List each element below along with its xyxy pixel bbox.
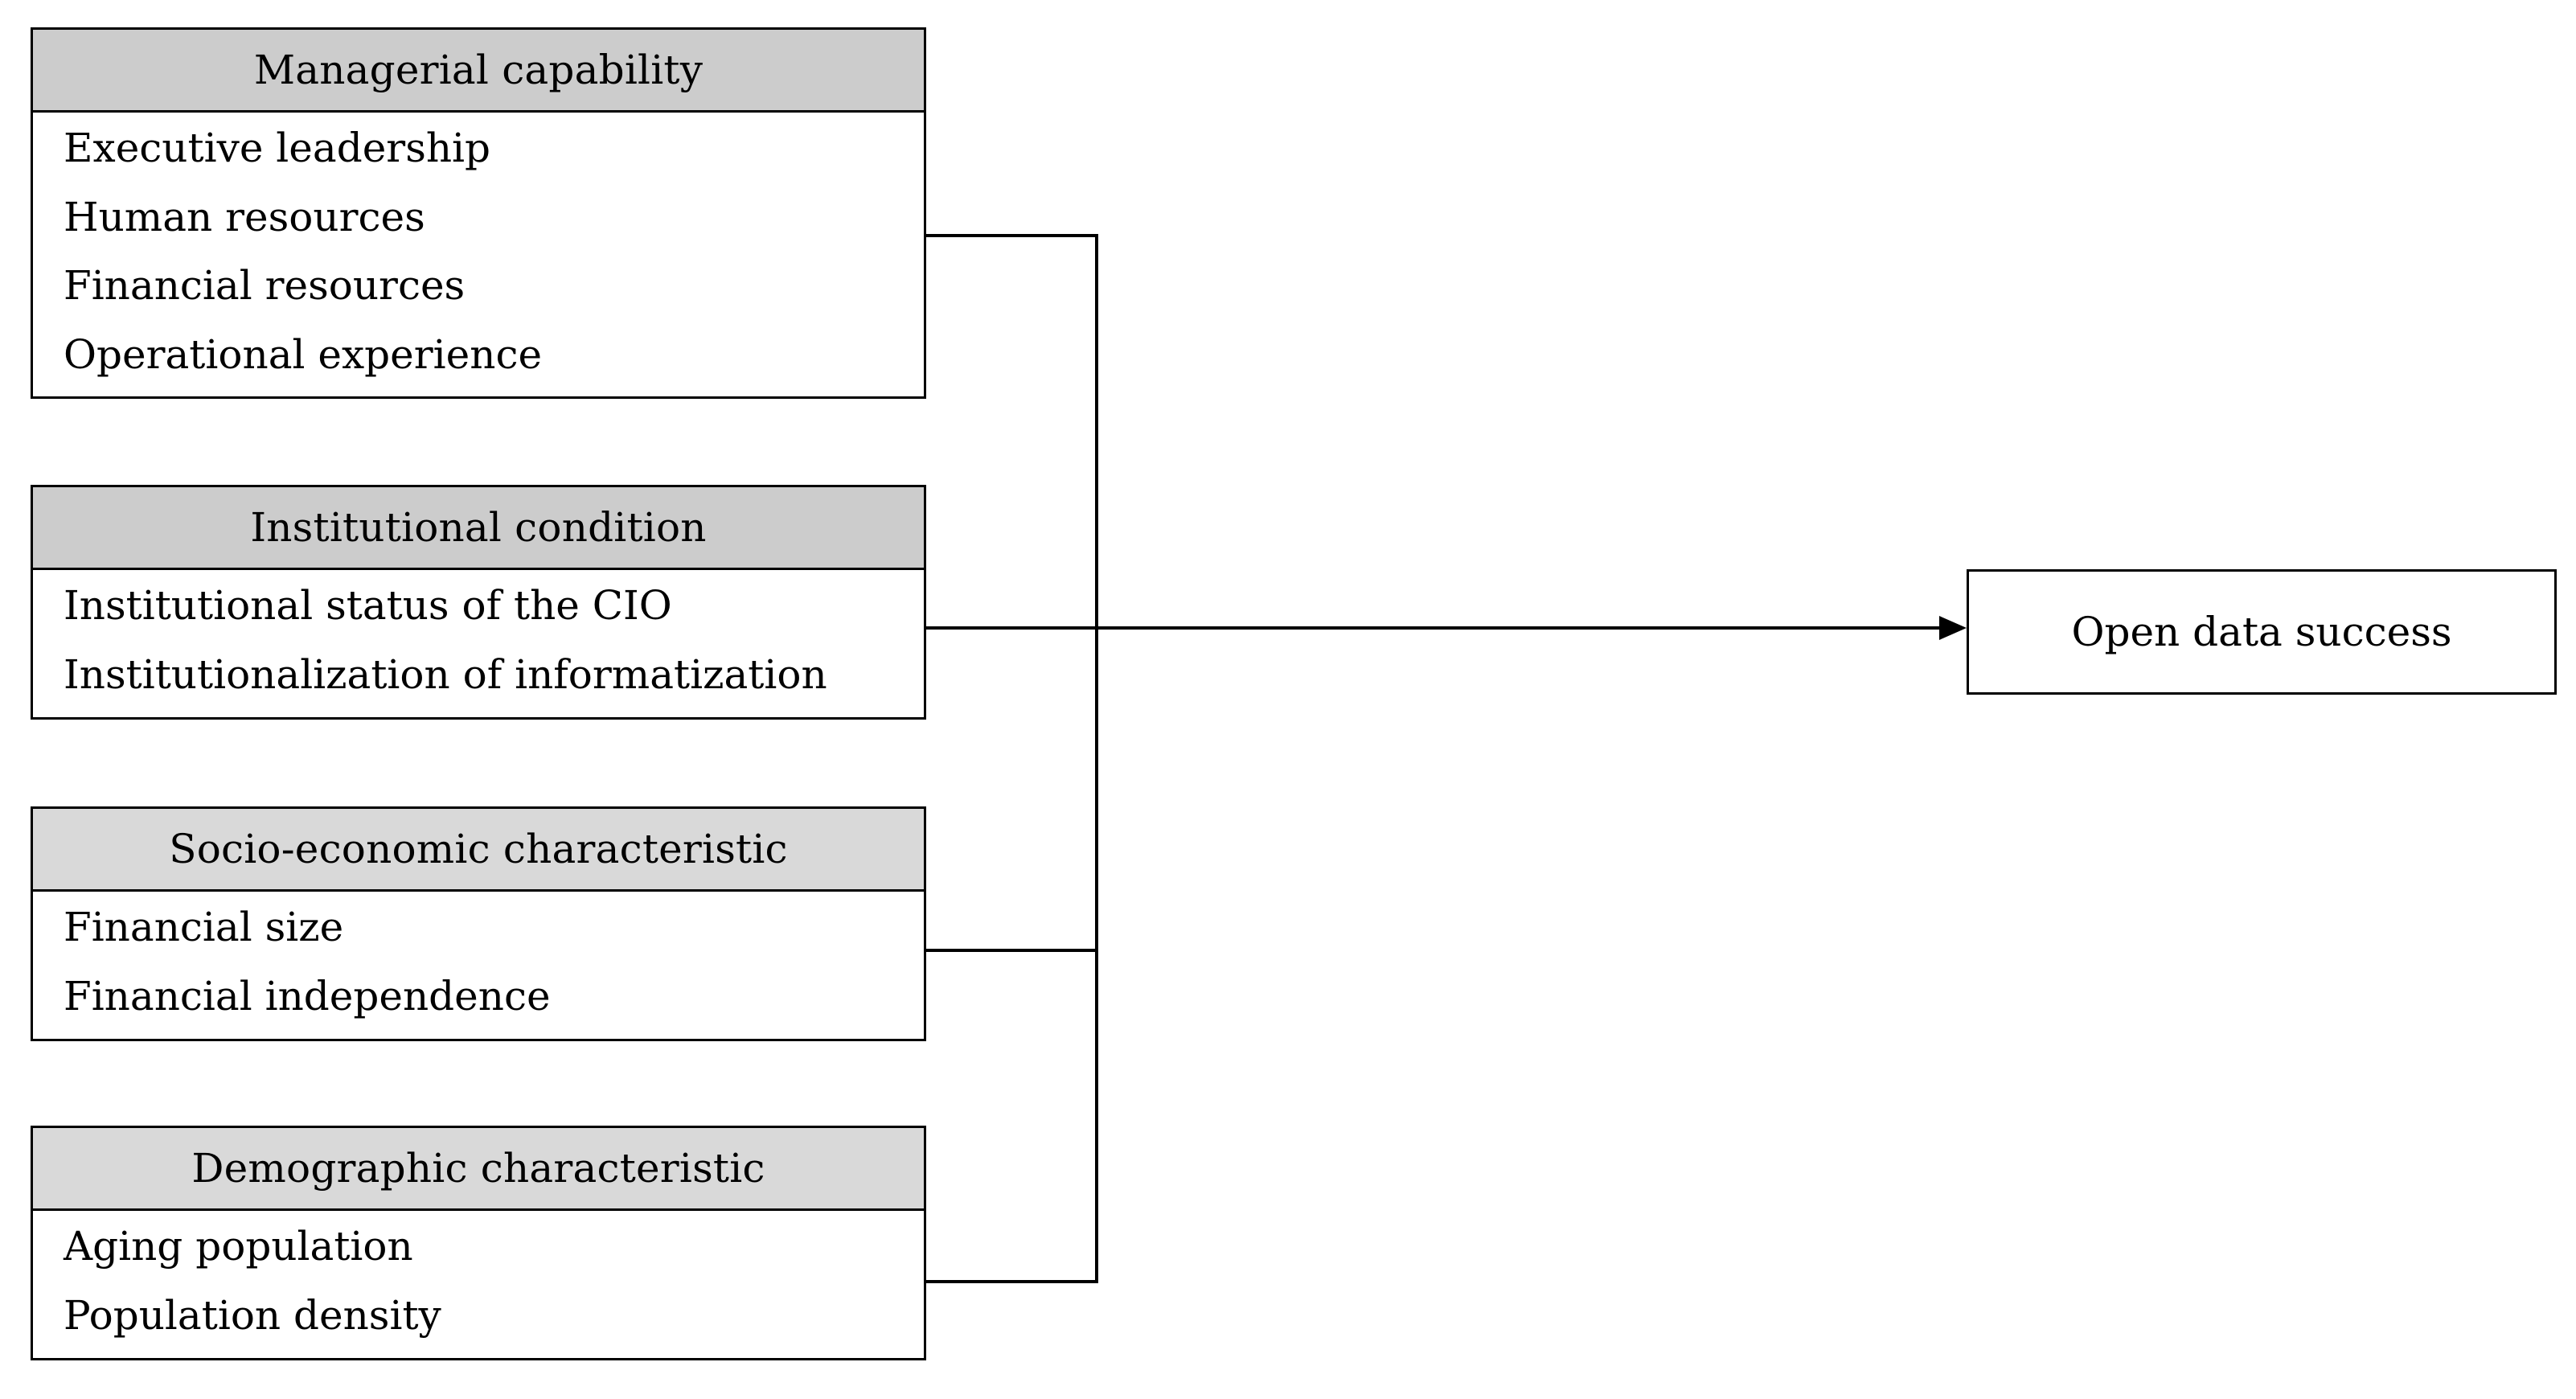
item-financial-independence: Financial independence	[64, 972, 551, 1020]
item-human-resources: Human resources	[64, 193, 425, 240]
item-institutionalization-informatization: Institutionalization of informatization	[64, 650, 827, 698]
outcome-open-data-success: Open data success	[1967, 569, 2557, 695]
item-operational-experience: Operational experience	[64, 330, 543, 378]
item-executive-leadership: Executive leadership	[64, 125, 491, 171]
group-items-managerial-capability: Executive leadership Human resources Fin…	[33, 113, 924, 389]
outcome-label: Open data success	[2071, 609, 2452, 655]
item-financial-size: Financial size	[64, 904, 344, 950]
item-financial-resources: Financial resources	[64, 262, 466, 309]
group-header-managerial-capability: Managerial capability	[33, 30, 924, 113]
group-items-socio-economic-characteristic: Financial size Financial independence	[33, 892, 924, 1031]
group-header-institutional-condition: Institutional condition	[33, 487, 924, 570]
arrowhead	[1939, 616, 1967, 640]
group-items-institutional-condition: Institutional status of the CIO Institut…	[33, 570, 924, 709]
item-aging-population: Aging population	[64, 1223, 413, 1270]
group-managerial-capability: Managerial capability Executive leadersh…	[31, 27, 926, 399]
group-header-socio-economic-characteristic: Socio-economic characteristic	[33, 809, 924, 892]
group-socio-economic-characteristic: Socio-economic characteristic Financial …	[31, 806, 926, 1041]
group-items-demographic-characteristic: Aging population Population density	[33, 1211, 924, 1350]
group-institutional-condition: Institutional condition Institutional st…	[31, 485, 926, 720]
group-header-demographic-characteristic: Demographic characteristic	[33, 1128, 924, 1211]
group-demographic-characteristic: Demographic characteristic Aging populat…	[31, 1126, 926, 1360]
item-institutional-status-cio: Institutional status of the CIO	[64, 582, 672, 629]
item-population-density: Population density	[64, 1291, 441, 1339]
